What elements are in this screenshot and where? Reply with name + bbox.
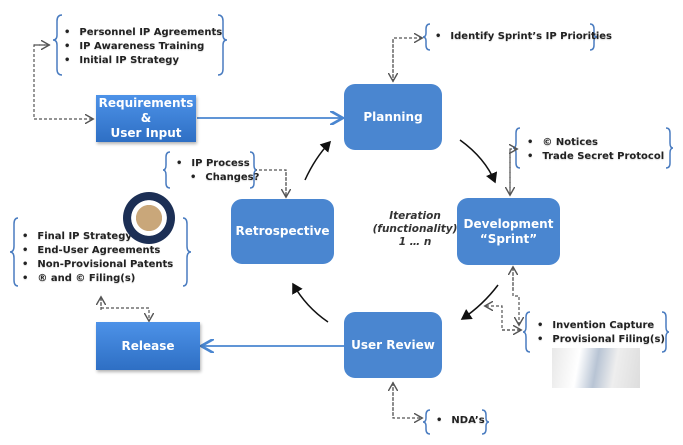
note-item: Non-Provisional Patents — [22, 258, 173, 272]
note-item: IP Process — [176, 157, 259, 171]
release-node[interactable]: Release — [96, 322, 200, 370]
note-item: Final IP Strategy — [22, 230, 173, 244]
user-review-node[interactable]: User Review — [344, 312, 442, 378]
iteration-line1: Iteration — [389, 210, 441, 222]
iteration-line3: 1 … n — [398, 236, 432, 248]
cycle-arrows — [292, 139, 499, 323]
planning-node[interactable]: Planning — [344, 84, 442, 150]
flow-lines — [197, 118, 344, 346]
retrospective-notes: IP Process Changes? — [176, 157, 259, 185]
note-item: Personnel IP Agreements — [64, 26, 222, 40]
iteration-label: Iteration (functionality) 1 … n — [365, 210, 465, 249]
provisional-application-photo — [552, 348, 640, 388]
note-item: NDA’s — [436, 414, 484, 428]
dashed-links — [33, 38, 520, 418]
development-notes: © Notices Trade Secret Protocol — [527, 136, 664, 164]
note-item: ® and © Filing(s) — [22, 272, 173, 286]
requirements-notes: Personnel IP Agreements IP Awareness Tra… — [64, 26, 222, 68]
note-item: Initial IP Strategy — [64, 54, 222, 68]
sprint-output-notes: Invention Capture Provisional Filing(s) — [537, 319, 665, 347]
requirements-node[interactable]: Requirements & User Input — [96, 95, 196, 142]
retrospective-node[interactable]: Retrospective — [231, 199, 334, 264]
note-item: Provisional Filing(s) — [537, 333, 665, 347]
note-text: Changes? — [205, 172, 260, 183]
development-node[interactable]: Development “Sprint” — [457, 198, 560, 265]
note-item: Invention Capture — [537, 319, 665, 333]
uspto-seal-image — [123, 192, 175, 244]
note-item: Trade Secret Protocol — [527, 150, 664, 164]
note-item-cont: Changes? — [176, 171, 259, 185]
note-item: IP Awareness Training — [64, 40, 222, 54]
note-item: Identify Sprint’s IP Priorities — [435, 30, 612, 44]
note-item: © Notices — [527, 136, 664, 150]
release-notes: Final IP Strategy End-User Agreements No… — [22, 230, 173, 286]
note-item: End-User Agreements — [22, 244, 173, 258]
user-review-notes: NDA’s — [436, 414, 484, 428]
iteration-line2: (functionality) — [372, 223, 458, 235]
planning-notes: Identify Sprint’s IP Priorities — [435, 30, 612, 44]
